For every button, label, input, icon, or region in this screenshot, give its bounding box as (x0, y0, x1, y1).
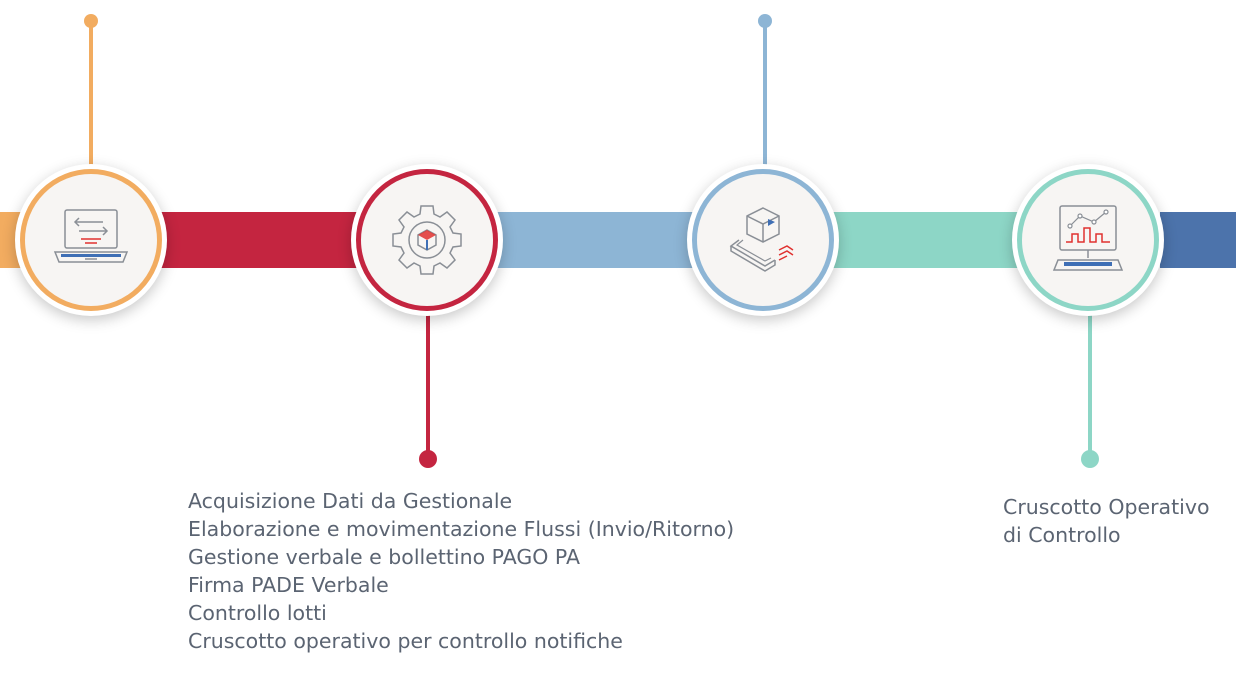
gear-cube-icon (392, 205, 462, 275)
connector-dot-3 (758, 14, 772, 28)
step-2-line: Controllo lotti (188, 601, 327, 625)
connector-stem-1 (89, 22, 93, 172)
step-2-line: Gestione verbale e bollettino PAGO PA (188, 545, 580, 569)
step-2-description: Acquisizione Dati da Gestionale Elaboraz… (188, 487, 734, 655)
connector-stem-3 (763, 22, 767, 172)
step-2-line: Cruscotto operativo per controllo notifi… (188, 629, 623, 653)
monitor-chart-icon (1052, 205, 1124, 271)
connector-dot-4 (1081, 450, 1099, 468)
step-1-node (15, 164, 167, 316)
step-2-line: Acquisizione Dati da Gestionale (188, 489, 513, 513)
connector-dot-2 (419, 450, 437, 468)
timeline-segment-navy (1160, 212, 1236, 268)
step-2-node (351, 164, 503, 316)
laptop-transfer-icon (53, 209, 129, 263)
connector-stem-4 (1088, 300, 1092, 460)
step-4-description: Cruscotto Operativo di Controllo (1003, 493, 1210, 549)
connector-stem-2 (426, 300, 430, 460)
connector-dot-1 (84, 14, 98, 28)
step-4-line: di Controllo (1003, 523, 1121, 547)
step-2-line: Firma PADE Verbale (188, 573, 389, 597)
step-2-line: Elaborazione e movimentazione Flussi (In… (188, 517, 735, 541)
step-4-node (1012, 164, 1164, 316)
package-delivery-icon (729, 207, 794, 272)
step-3-node (687, 164, 839, 316)
step-4-line: Cruscotto Operativo (1003, 495, 1210, 519)
